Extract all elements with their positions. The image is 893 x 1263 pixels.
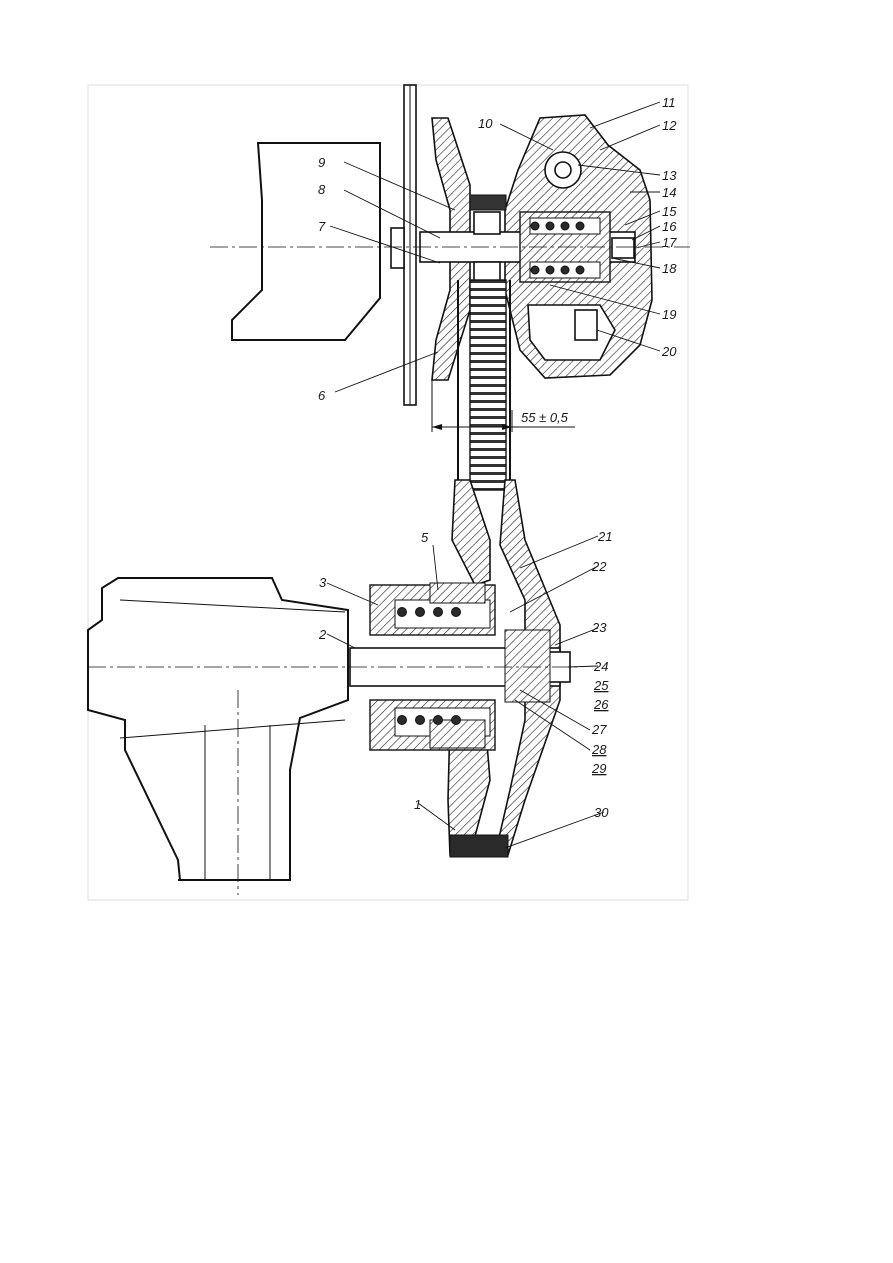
callout-2: 2 [318, 627, 327, 642]
callout-12: 12 [662, 118, 677, 133]
callout-16: 16 [662, 219, 677, 234]
callout-25: 25 [593, 678, 609, 693]
dimension-55: 55 ± 0,5 [431, 380, 575, 432]
lower-spring-coils [397, 607, 461, 725]
callout-24: 24 [593, 659, 608, 674]
callout-labels: 1 2 3 5 6 7 8 9 10 11 12 13 14 15 16 17 … [318, 95, 677, 820]
callout-6: 6 [318, 388, 326, 403]
callout-3: 3 [319, 575, 327, 590]
callout-29: 29 [591, 761, 606, 776]
callout-1: 1 [414, 797, 421, 812]
drive-pulley-movable-half [504, 114, 653, 379]
callout-14: 14 [662, 185, 676, 200]
flywheel-disc [390, 84, 417, 406]
callout-11: 11 [662, 95, 676, 110]
callout-28: 28 [591, 742, 607, 757]
callout-20: 20 [661, 344, 677, 359]
callout-19: 19 [662, 307, 676, 322]
callout-21: 21 [597, 529, 612, 544]
callout-23: 23 [591, 620, 607, 635]
callout-26: 26 [593, 697, 609, 712]
callout-22: 22 [591, 559, 607, 574]
upper-spring-coils [530, 221, 585, 275]
callout-15: 15 [662, 204, 677, 219]
callout-30: 30 [594, 805, 609, 820]
callout-8: 8 [318, 182, 326, 197]
leader-lines [326, 101, 661, 849]
dimension-label: 55 ± 0,5 [521, 410, 569, 425]
drive-belt [457, 194, 511, 491]
callout-18: 18 [662, 261, 677, 276]
engine-block-upper [231, 142, 381, 341]
callout-17: 17 [662, 235, 677, 250]
callout-27: 27 [591, 722, 607, 737]
callout-5: 5 [421, 530, 429, 545]
callout-9: 9 [318, 155, 325, 170]
callout-7: 7 [318, 219, 326, 234]
callout-13: 13 [662, 168, 677, 183]
centrifugal-weight-roller [544, 151, 582, 189]
callout-10: 10 [478, 116, 493, 131]
gearbox-housing-lower [87, 577, 349, 881]
